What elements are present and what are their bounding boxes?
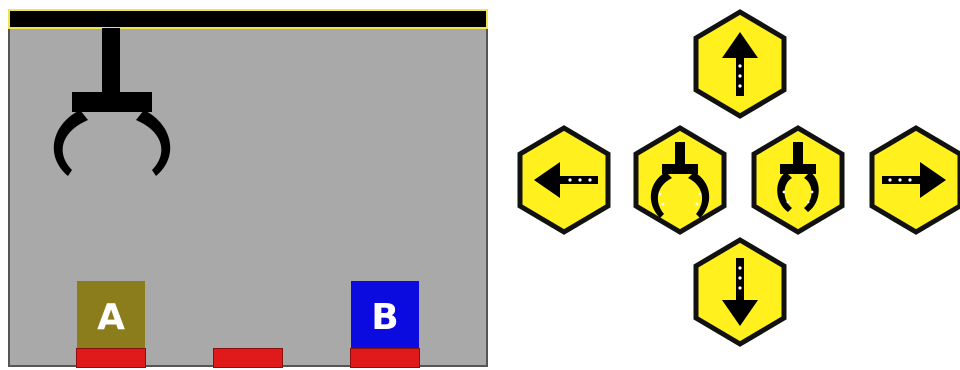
- crane-rail: [8, 9, 488, 29]
- arrow-left-icon: [514, 124, 614, 236]
- pad-3: [350, 348, 420, 368]
- block-a[interactable]: A: [77, 281, 145, 348]
- crane-claw: [46, 28, 178, 180]
- open-claw-button[interactable]: [630, 124, 730, 236]
- left-button[interactable]: [514, 124, 614, 236]
- arrow-right-icon: [866, 124, 960, 236]
- block-b-label: B: [371, 294, 398, 336]
- close-claw-button[interactable]: [748, 124, 848, 236]
- arrow-down-icon: [690, 236, 790, 348]
- arrow-up-icon: [690, 8, 790, 120]
- down-button[interactable]: [690, 236, 790, 348]
- pad-2: [213, 348, 283, 368]
- block-b[interactable]: B: [351, 281, 419, 348]
- right-button[interactable]: [866, 124, 960, 236]
- claw-open-icon: [630, 124, 730, 236]
- claw-closed-icon: [748, 124, 848, 236]
- block-a-label: A: [97, 294, 125, 336]
- pad-1: [76, 348, 146, 368]
- up-button[interactable]: [690, 8, 790, 120]
